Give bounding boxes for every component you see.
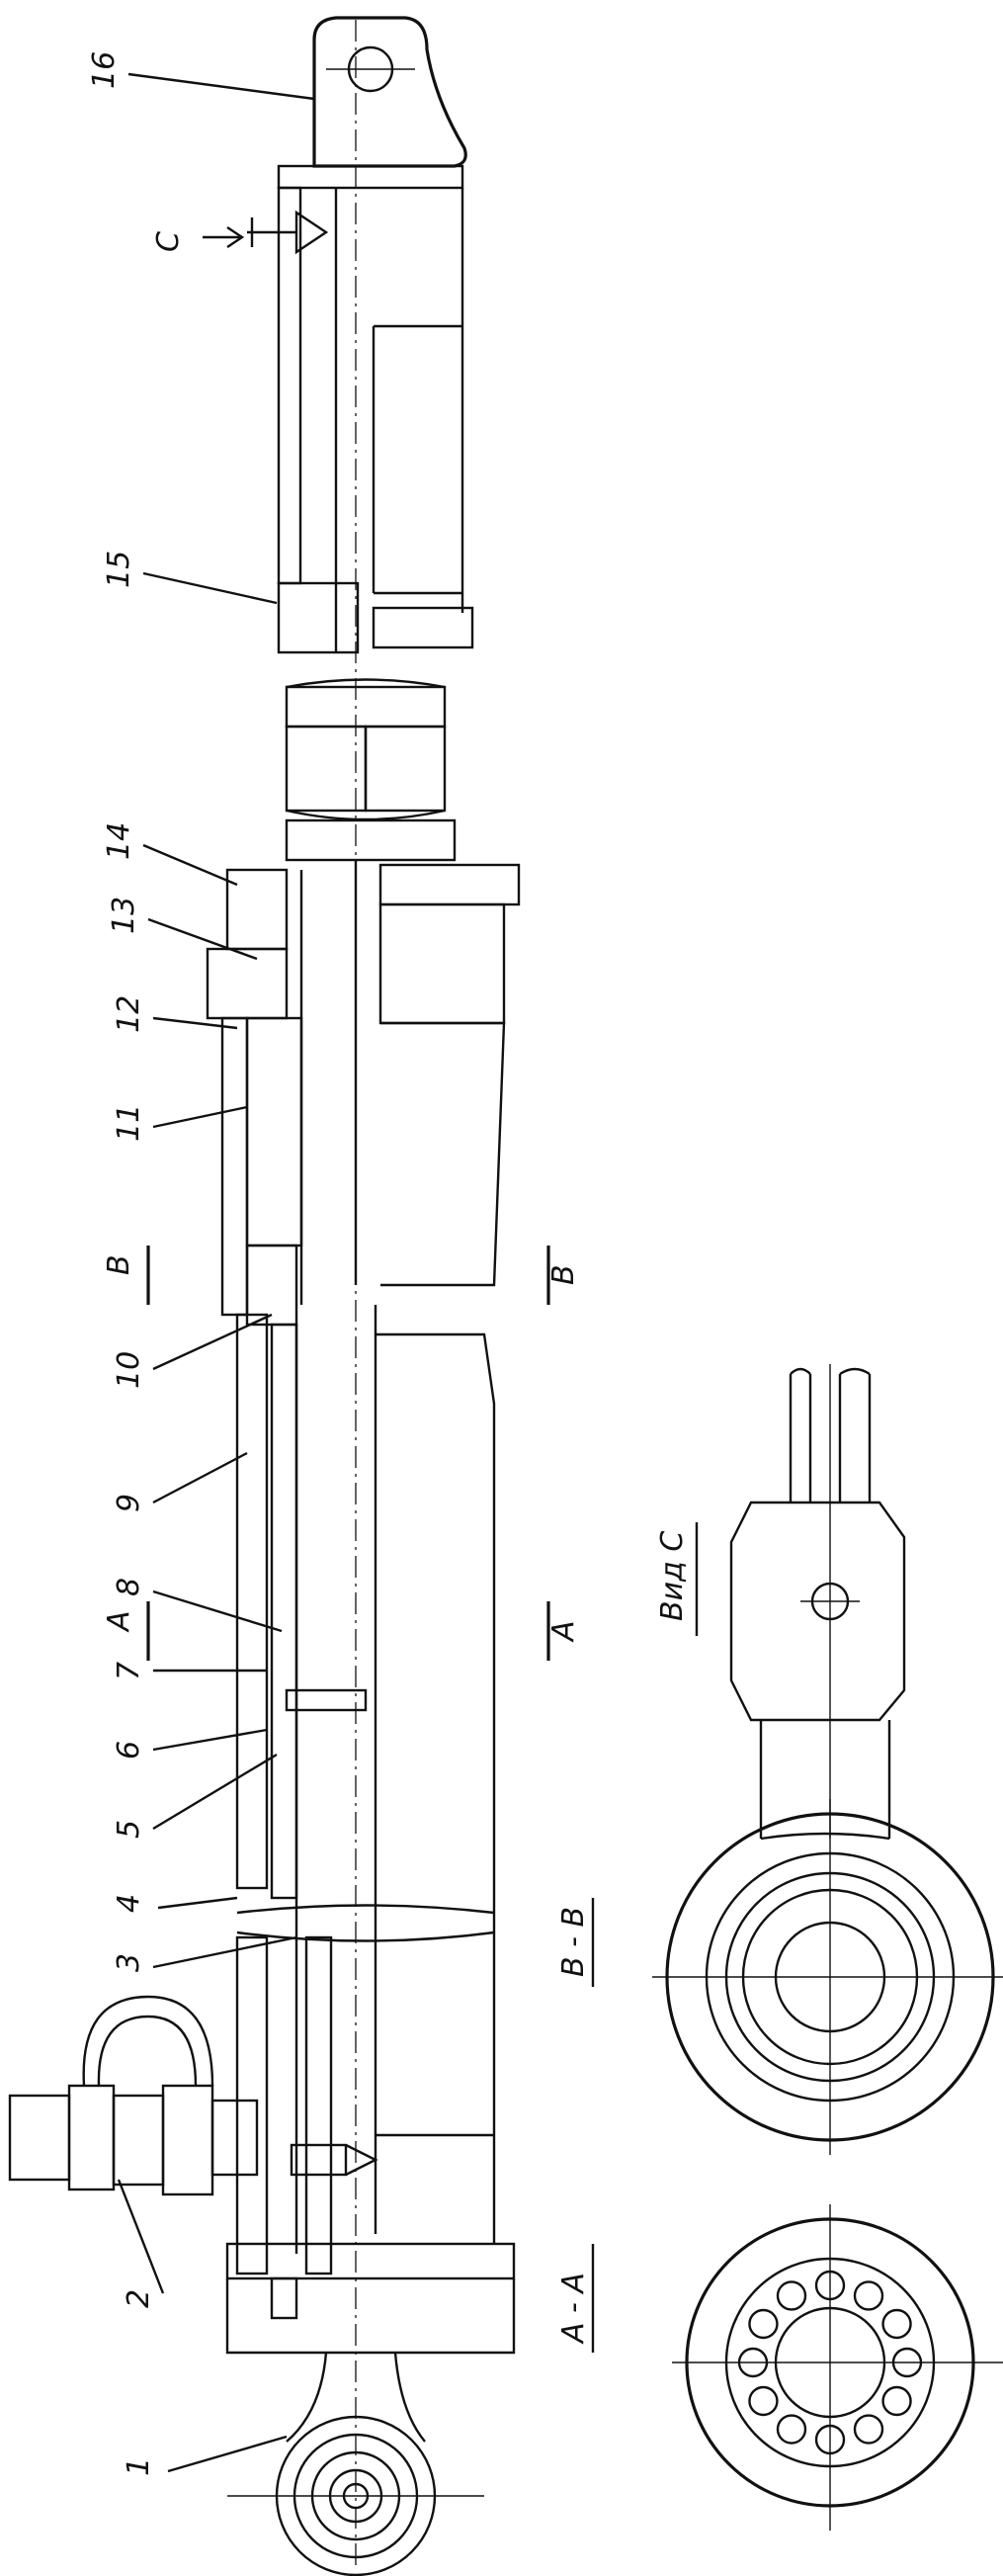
ball (881, 2385, 912, 2417)
section-mark-a-right: A (546, 1620, 581, 1643)
section-mark-b-left: B (102, 1254, 136, 1275)
section-bb-caption: B - B (556, 1907, 591, 1977)
view-c-arrow-label: C (151, 231, 186, 252)
callout-6: 6 (112, 1741, 146, 1760)
lower-cylinder (235, 1305, 496, 2275)
callout-8: 8 (112, 1578, 146, 1596)
ball (853, 2414, 884, 2445)
top-eye-part-16 (312, 16, 467, 168)
ball (853, 2280, 884, 2311)
bottom-end (225, 2242, 516, 2443)
callout-9: 9 (112, 1494, 146, 1512)
callout-13: 13 (107, 897, 141, 934)
callout-labels: 1 2 3 4 5 6 7 8 9 10 11 12 13 14 15 16 B… (87, 51, 581, 2476)
leader-lines (117, 72, 315, 2473)
callout-10: 10 (112, 1351, 146, 1389)
section-a-a: A - A (556, 2204, 1003, 2531)
callout-5: 5 (112, 1820, 146, 1839)
view-c-caption: Вид С (655, 1531, 690, 1621)
break-region (285, 678, 447, 821)
ball (776, 2280, 807, 2311)
bottom-eye-part-1 (227, 2415, 484, 2576)
callout-7: 7 (112, 1662, 146, 1680)
callout-12: 12 (112, 995, 146, 1033)
ball (776, 2414, 807, 2445)
section-aa-caption: A - A (556, 2273, 591, 2345)
callout-4: 4 (112, 1894, 146, 1913)
main-assembly-view (8, 16, 550, 2576)
valve-fitting-part-2 (8, 1995, 378, 2196)
callout-15: 15 (102, 551, 136, 588)
section-mark-b-right: B (546, 1264, 581, 1285)
callout-14: 14 (102, 822, 136, 860)
upper-housing (203, 164, 474, 654)
callout-11: 11 (112, 1104, 146, 1142)
callout-2: 2 (122, 2289, 156, 2308)
ball (748, 2385, 779, 2417)
callout-1: 1 (122, 2457, 156, 2476)
section-mark-a-left: A (102, 1610, 136, 1633)
middle-cylinder (206, 818, 521, 1327)
ball (748, 2308, 779, 2340)
section-b-b: B - B (556, 1799, 1003, 2155)
view-c: Вид С (655, 1364, 906, 1841)
callout-16: 16 (87, 51, 122, 89)
ball (881, 2308, 912, 2340)
callout-3: 3 (112, 1953, 146, 1972)
